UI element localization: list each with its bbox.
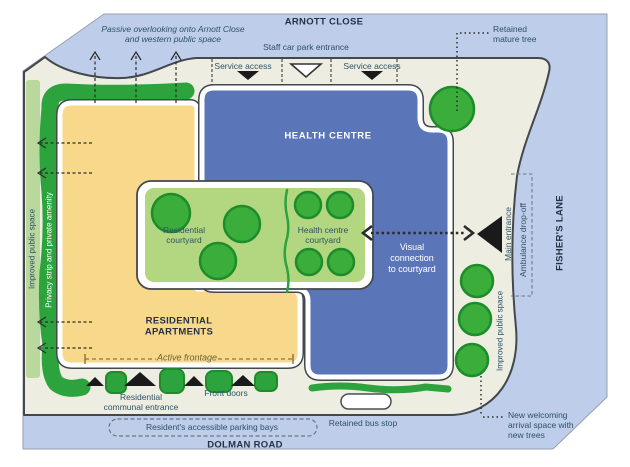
label-service-access-left: Service access bbox=[214, 60, 272, 71]
main-entrance-arrow bbox=[477, 216, 502, 253]
label-residential-communal-entrance: Residential communal entrance bbox=[103, 391, 179, 412]
residential-communal-entrance-triangle bbox=[124, 372, 156, 386]
visual-connection-arrow bbox=[360, 224, 476, 242]
annotation-passive-overlooking: Passive overlooking onto Arnott Close an… bbox=[101, 23, 245, 44]
road-label-fishers-lane: FISHER'S LANE bbox=[554, 195, 566, 271]
label-ambulance-dropoff: Ambulance drop-off bbox=[518, 202, 528, 278]
tree bbox=[294, 247, 324, 277]
road-label-dolman-road: DOLMAN ROAD bbox=[207, 439, 283, 451]
bush bbox=[254, 371, 278, 392]
service-access-arrow-left bbox=[237, 71, 259, 80]
road-label-arnott-close: ARNOTT CLOSE bbox=[284, 16, 364, 28]
bus-stop bbox=[340, 393, 392, 410]
improved-public-space-strip-west bbox=[26, 80, 40, 378]
tree bbox=[150, 192, 192, 234]
annotation-new-welcoming: New welcoming arrival space with new tre… bbox=[508, 410, 574, 441]
parking-bays-outline bbox=[108, 418, 318, 437]
label-parking-bays: Resident's accessible parking bays bbox=[145, 421, 279, 432]
label-privacy-strip: Privacy strip and private amenity bbox=[44, 192, 54, 308]
overlook-arrows bbox=[89, 50, 182, 103]
tree bbox=[198, 241, 238, 281]
tree bbox=[222, 204, 262, 244]
label-health-centre: HEALTH CENTRE bbox=[284, 130, 372, 142]
new-tree bbox=[454, 342, 490, 378]
annotation-retained-mature-tree: Retained mature tree bbox=[493, 24, 537, 45]
new-tree bbox=[457, 301, 493, 337]
hedge-strip-south bbox=[308, 382, 452, 394]
tree bbox=[326, 247, 356, 277]
public-space-arrows bbox=[36, 137, 92, 354]
label-improved-public-space-east: Improved public space bbox=[495, 290, 505, 372]
tree bbox=[293, 190, 323, 220]
label-main-entrance: Main entrance bbox=[503, 207, 513, 261]
new-tree bbox=[459, 263, 495, 299]
front-door-triangle bbox=[184, 376, 204, 386]
retained-tree-leader bbox=[456, 32, 489, 111]
label-service-access-right: Service access bbox=[343, 60, 401, 71]
label-active-frontage: Active frontage bbox=[156, 352, 218, 363]
courtyard-divider bbox=[283, 188, 290, 294]
annotation-visual-connection: Visual connection to courtyard bbox=[388, 241, 436, 274]
label-retained-bus-stop: Retained bus stop bbox=[328, 417, 398, 428]
bush bbox=[205, 370, 233, 393]
label-residential-courtyard: Residential courtyard bbox=[162, 224, 206, 245]
entrance-triangle bbox=[86, 377, 104, 386]
active-frontage-line bbox=[84, 354, 294, 364]
service-access-arrow-right bbox=[361, 71, 383, 80]
privacy-strip bbox=[38, 82, 195, 397]
label-health-centre-courtyard: Health centre courtyard bbox=[297, 224, 349, 245]
label-improved-public-space-west: Improved public space bbox=[27, 208, 37, 290]
retained-mature-tree bbox=[428, 85, 476, 133]
ambulance-dropoff-bracket bbox=[511, 173, 533, 297]
front-door-triangle bbox=[231, 375, 255, 386]
label-staff-car-park-entrance: Staff car park entrance bbox=[263, 41, 349, 52]
staff-entrance-arrow bbox=[288, 63, 324, 79]
bush bbox=[105, 371, 127, 394]
tree bbox=[325, 190, 355, 220]
label-residential-apartments: RESIDENTIAL APARTMENTS bbox=[144, 315, 214, 338]
bush bbox=[159, 368, 185, 394]
label-front-doors: Front doors bbox=[204, 387, 248, 398]
